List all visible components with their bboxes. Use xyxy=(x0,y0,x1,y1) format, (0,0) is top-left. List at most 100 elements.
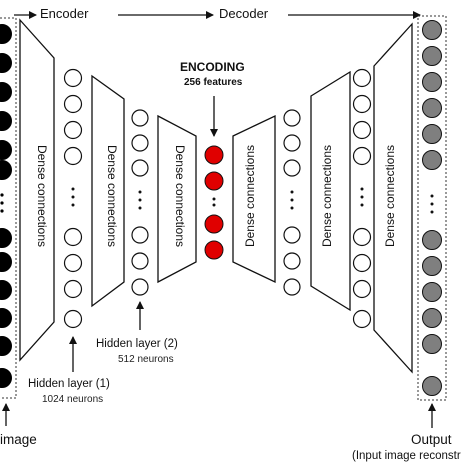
hidden-node xyxy=(283,252,301,270)
encoding-node xyxy=(204,171,224,191)
hidden-node xyxy=(131,278,149,296)
dense-block-6 xyxy=(373,22,413,374)
ellipsis-dot xyxy=(290,198,294,202)
input-node xyxy=(0,160,12,180)
hidden-layer-1-label: Hidden layer (1) xyxy=(28,378,110,390)
hidden-node xyxy=(63,68,83,88)
output-node xyxy=(422,282,442,302)
input-node xyxy=(0,53,12,73)
hidden-node xyxy=(63,279,83,299)
hidden-node xyxy=(131,159,149,177)
ellipsis-dot xyxy=(138,190,142,194)
input-node xyxy=(0,368,12,388)
output-node xyxy=(422,376,442,396)
input-node xyxy=(0,336,12,356)
input-node xyxy=(0,252,12,272)
output-node xyxy=(422,46,442,66)
dense-label-5: Dense connections xyxy=(320,145,334,247)
ellipsis-dot xyxy=(212,197,216,201)
hidden-layer-1 xyxy=(63,68,83,329)
ellipsis-dot xyxy=(430,210,434,214)
ellipsis-dot xyxy=(138,198,142,202)
encoder-label: Encoder xyxy=(40,6,89,21)
input-layer xyxy=(0,24,12,388)
ellipsis-dot xyxy=(71,187,75,191)
hidden-node xyxy=(352,309,372,329)
decoder-hidden-layer-2 xyxy=(352,68,372,329)
input-node xyxy=(0,24,12,44)
dense-label-1: Dense connections xyxy=(35,145,49,247)
encoding-node xyxy=(204,145,224,165)
hidden-node xyxy=(352,94,372,114)
hidden-node xyxy=(131,252,149,270)
hidden-node xyxy=(63,253,83,273)
ellipsis-dot xyxy=(360,195,364,199)
output-node xyxy=(422,308,442,328)
hidden-node xyxy=(63,227,83,247)
input-node xyxy=(0,280,12,300)
dense-label-4: Dense connections xyxy=(243,145,257,247)
hidden-node xyxy=(63,120,83,140)
ellipsis-dot xyxy=(290,206,294,210)
output-node xyxy=(422,98,442,118)
ellipsis-dot xyxy=(138,206,142,210)
dense-label-3: Dense connections xyxy=(173,145,187,247)
ellipsis-dot xyxy=(360,187,364,191)
output-node xyxy=(422,124,442,144)
hidden-node xyxy=(131,134,149,152)
input-label: image xyxy=(0,432,37,447)
hidden-node xyxy=(131,226,149,244)
ellipsis-dot xyxy=(430,194,434,198)
ellipsis-dot xyxy=(360,203,364,207)
hidden-node xyxy=(283,278,301,296)
input-node xyxy=(0,140,12,160)
decoder-label: Decoder xyxy=(219,6,269,21)
ellipsis-dot xyxy=(430,202,434,206)
hidden-node xyxy=(283,109,301,127)
ellipsis-dot xyxy=(71,195,75,199)
encoding-title: ENCODING xyxy=(180,60,245,74)
hidden-node xyxy=(63,309,83,329)
dense-label-2: Dense connections xyxy=(105,145,119,247)
output-node xyxy=(422,256,442,276)
output-node xyxy=(422,334,442,354)
output-label: Output xyxy=(411,432,452,447)
encoding-layer xyxy=(204,145,224,260)
dense-block-4 xyxy=(232,114,276,284)
hidden-node xyxy=(352,68,372,88)
encoding-node xyxy=(204,240,224,260)
input-layer-box xyxy=(0,17,17,399)
dense-block-3 xyxy=(157,114,197,284)
output-node xyxy=(422,230,442,250)
ellipsis-dot xyxy=(0,209,4,213)
hidden-node xyxy=(63,146,83,166)
output-node xyxy=(422,20,442,40)
dense-block-1 xyxy=(19,18,55,362)
input-node xyxy=(0,82,12,102)
dense-label-6: Dense connections xyxy=(383,145,397,247)
hidden-node xyxy=(352,146,372,166)
output-node xyxy=(422,72,442,92)
encoding-node xyxy=(204,214,224,234)
encoding-subtitle: 256 features xyxy=(184,77,243,88)
hidden-node xyxy=(352,253,372,273)
input-node xyxy=(0,111,12,131)
hidden-layer-1-neurons: 1024 neurons xyxy=(42,394,104,405)
output-layer xyxy=(422,20,442,396)
output-sublabel: (Input image reconstr xyxy=(352,450,461,462)
ellipsis-dot xyxy=(0,201,4,205)
hidden-node xyxy=(283,134,301,152)
hidden-node xyxy=(131,109,149,127)
hidden-layer-2 xyxy=(131,109,149,296)
dense-block-2 xyxy=(91,74,125,308)
hidden-node xyxy=(283,226,301,244)
output-node xyxy=(422,150,442,170)
hidden-node xyxy=(352,227,372,247)
decoder-hidden-layer-1 xyxy=(283,109,301,296)
output-layer-box xyxy=(417,15,447,401)
input-node xyxy=(0,308,12,328)
hidden-layer-2-label: Hidden layer (2) xyxy=(96,338,178,350)
ellipsis-dot xyxy=(71,203,75,207)
ellipsis-dot xyxy=(212,203,216,207)
